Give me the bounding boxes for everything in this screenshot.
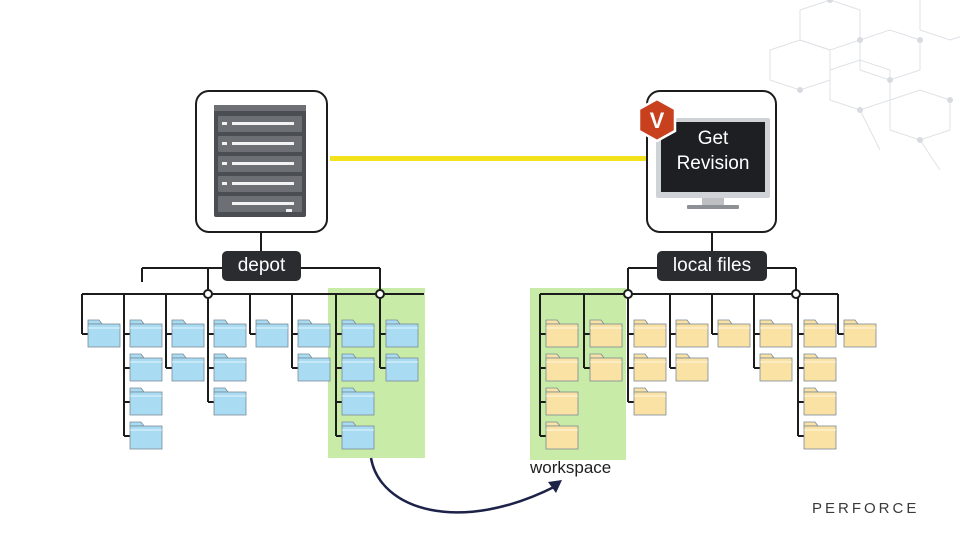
folder-icon: [171, 319, 205, 348]
folder-icon: [545, 421, 579, 450]
folder-icon: [633, 387, 667, 416]
brand-logo: PERFORCE: [812, 500, 920, 517]
folder-icon: [803, 421, 837, 450]
folder-icon: [803, 319, 837, 348]
local-files-label: local files: [657, 251, 767, 281]
folder-icon: [213, 353, 247, 382]
folder-icon: [297, 319, 331, 348]
folder-icon: [129, 387, 163, 416]
folder-icon: [341, 421, 375, 450]
folder-icon: [129, 353, 163, 382]
folder-icon: [385, 319, 419, 348]
sync-connector: [330, 156, 650, 161]
folder-icon: [297, 353, 331, 382]
folder-icon: [633, 319, 667, 348]
folder-icon: [759, 319, 793, 348]
folder-icon: [341, 319, 375, 348]
folder-icon: [129, 421, 163, 450]
folder-icon: [87, 319, 121, 348]
folder-icon: [843, 319, 877, 348]
folder-icon: [803, 353, 837, 382]
monitor-text-line2: Revision: [676, 153, 750, 174]
svg-text:V: V: [650, 108, 665, 133]
folder-icon: [633, 353, 667, 382]
monitor-icon: [656, 118, 770, 209]
folder-icon: [385, 353, 419, 382]
depot-label: depot: [222, 251, 301, 281]
folder-icon: [717, 319, 751, 348]
server-icon: [214, 105, 306, 217]
logo-icon: V: [637, 97, 677, 143]
server-box: [195, 90, 328, 233]
folder-icon: [545, 387, 579, 416]
folder-icon: [675, 353, 709, 382]
folder-icon: [759, 353, 793, 382]
folder-icon: [213, 319, 247, 348]
folder-icon: [255, 319, 289, 348]
folder-icon: [213, 387, 247, 416]
folder-icon: [675, 319, 709, 348]
monitor-text-line1: Get: [697, 128, 729, 149]
workspace-label: workspace: [530, 458, 612, 477]
folder-icon: [341, 353, 375, 382]
folder-icon: [589, 353, 623, 382]
folder-icon: [129, 319, 163, 348]
folder-icon: [545, 319, 579, 348]
folder-icon: [545, 353, 579, 382]
folder-icon: [341, 387, 375, 416]
folder-icon: [803, 387, 837, 416]
folder-icon: [589, 319, 623, 348]
folder-icon: [171, 353, 205, 382]
